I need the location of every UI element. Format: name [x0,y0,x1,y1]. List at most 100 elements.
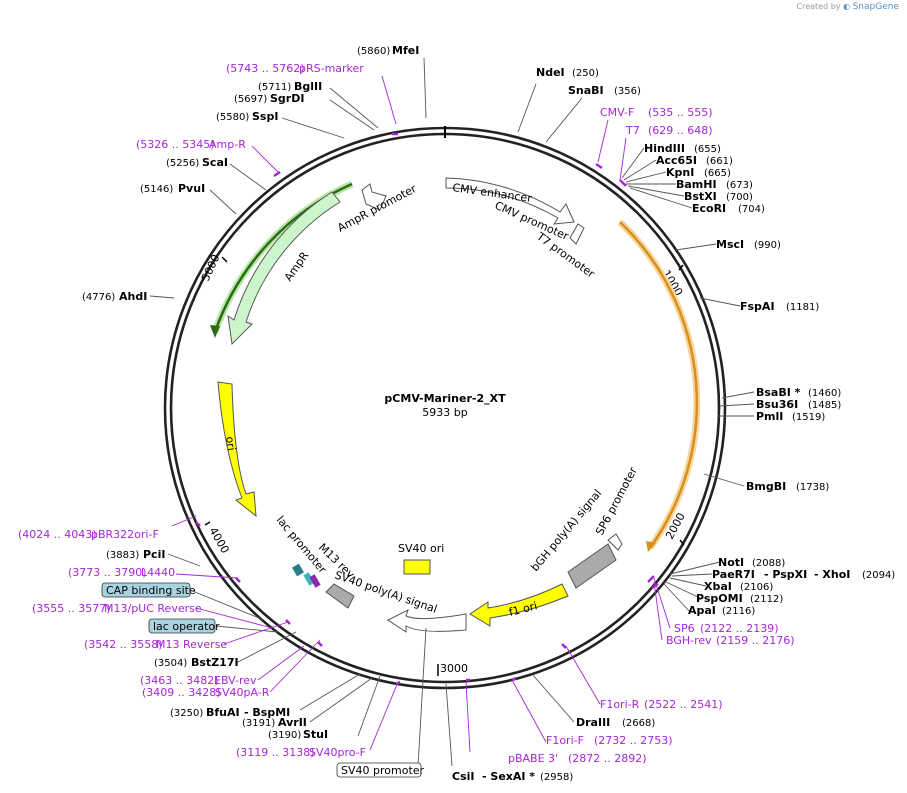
site-pos-l4440: (3773 .. 3790) [68,566,147,579]
site-name-ndei: NdeI [536,66,565,79]
site-pos-noti: (2088) [752,558,785,569]
ampr-promoter-arrow [361,183,387,211]
site-name-acc65i: Acc65I [656,154,697,167]
cmv-enhancer-arrow [445,177,575,225]
site-name-ebv-rev: EBV-rev [214,674,257,687]
site-pos-draiii: (2668) [622,718,655,729]
cap-binding-site-box [101,582,191,598]
site-name-sspi: SspI [252,110,278,123]
site-pos-sv40pa-r: (3409 .. 3428) [142,686,221,699]
site-pos-cmv-f: (535 .. 555) [648,106,713,119]
site-pos-ebv-rev: (3463 .. 3482) [140,674,219,687]
site-name-prs-marker: pRS-marker [299,62,364,75]
site-pos-bfuai: (3250) [170,708,203,719]
site-pos-t7: (629 .. 648) [648,124,713,137]
feature-label-lac-operator: lac operator [153,620,220,633]
feature-label-cap-binding-site: CAP binding site [106,584,196,597]
site-name-sp6: SP6 [674,622,695,635]
leader-lines [149,57,755,767]
site-pos-bsabi: (1460) [808,388,841,399]
site-pos-msci: (990) [754,240,781,251]
site-name-noti: NotI [718,556,744,569]
site-name-pbr322ori-f: pBR322ori-F [91,528,159,541]
feature-label-sv40-ori: SV40 ori [398,542,444,555]
site-pos-bstz17i: (3504) [154,658,187,669]
plasmid-name: pCMV-Mariner-2_XT [384,392,506,405]
site-name-xhoi: - XhoI [814,568,850,581]
site-pos-amp-r: (5326 .. 5345) [136,138,215,151]
site-name-pvui: PvuI [178,182,205,195]
site-name-bspmi: - BspMI [244,706,290,719]
site-name-msci: MscI [716,238,744,251]
site-name-amp-r: Amp-R [209,138,246,151]
bgh-polya-block [567,543,617,589]
site-name-scai: ScaI [202,156,228,169]
site-name-xbai: XbaI [704,580,732,593]
orf-arrowhead-icon [646,541,656,552]
lac-operator-box [148,618,216,634]
site-pos-paer7i: (2094) [862,570,895,581]
site-pos-avrii: (3191) [242,718,275,729]
site-name-hindiii: HindIII [644,142,685,155]
feature-label-ampr-promoter: AmpR promoter [335,182,419,235]
site-name-sgrdi: SgrDI [270,92,304,105]
site-pos-f1ori-f: (2732 .. 2753) [594,734,673,747]
site-pos-sgrdi: (5697) [234,94,267,105]
tick-marks [204,256,685,676]
site-name-cmv-f: CMV-F [600,106,634,119]
cap-binding-block [292,563,304,577]
m13-rev-block [309,574,321,588]
site-name-fspai: FspAI [740,300,775,313]
site-pos-mfei: (5860) [357,46,390,57]
sv40-ori-block [403,559,431,575]
site-labels-right: CsiI - SexAI * (2958) pBABE 3' (2872 .. … [452,66,895,783]
site-name-bamhi: BamHI [676,178,717,191]
feature-label-sv40-promoter: SV40 promoter [341,764,425,777]
snapgene-logo-icon: ◐ [843,2,851,11]
site-pos-pmli: (1519) [792,412,825,423]
site-name-ahdi: AhdI [119,290,147,303]
site-pos-acc65i: (661) [706,156,733,167]
site-pos-bsu36i: (1485) [808,400,841,411]
site-pos-pvui: (5146) [140,184,173,195]
site-pos-pbr322ori-f: (4024 .. 4043) [18,528,97,541]
site-pos-sp6: (2122 .. 2139) [700,622,779,635]
tick-label-3000: 3000 [440,662,468,675]
site-name-bstz17i: BstZ17I [191,656,239,669]
site-name-snabi: SnaBI [568,84,604,97]
site-name-kpni: KpnI [666,166,694,179]
primer-ticks [195,132,659,686]
site-pos-pbabe-3: (2872 .. 2892) [568,752,647,765]
site-pos-prs-marker: (5743 .. 5762) [226,62,305,75]
orf-arc [619,221,699,549]
site-pos-bmgbi: (1738) [796,482,829,493]
sp6-promoter-arrow [607,533,623,551]
site-name-mfei: MfeI [392,44,419,57]
site-name-sv40pro-f: SV40pro-F [309,746,366,759]
site-pos-sspi: (5580) [216,112,249,123]
site-pos-snabi: (356) [614,86,641,97]
plasmid-size: 5933 bp [422,406,467,419]
site-labels-left: (5860) MfeI (5743 .. 5762) pRS-marker (5… [18,44,425,778]
site-pos-xbai: (2106) [740,582,773,593]
feature-label-ori: ori [223,436,238,452]
site-name-bsu36i: Bsu36I [756,398,798,411]
site-name-pspomi: PspOMI [696,592,743,605]
site-pos-ecori: (704) [738,204,765,215]
site-name-bfuai: BfuAI [206,706,240,719]
site-pos-scai: (5256) [166,158,199,169]
site-pos-bglii: (5711) [258,82,291,93]
site-name-stui: StuI [303,728,328,741]
site-name-pspxi: - PspXI [764,568,807,581]
sv40-polya-left-block [325,583,355,609]
site-pos-bamhi: (673) [726,180,753,191]
site-pos-kpni: (665) [704,168,731,179]
sv40-promoter-box [336,762,422,778]
site-pos-pcii: (3883) [106,550,139,561]
site-name-bstxi: BstXI [684,190,717,203]
ori-arrow [217,381,257,518]
site-name-f1ori-f: F1ori-F [546,734,584,747]
site-pos-hindiii: (655) [694,144,721,155]
site-pos-m13-reverse: (3542 .. 3558) [84,638,163,651]
